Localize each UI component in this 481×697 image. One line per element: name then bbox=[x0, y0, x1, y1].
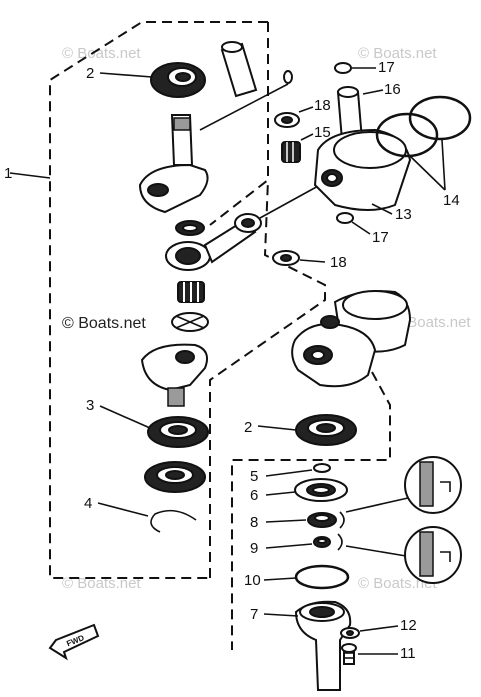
callout-18-bottom: 18 bbox=[330, 254, 347, 271]
needle-bearing-15 bbox=[281, 141, 301, 163]
watermark-bottom-left: © Boats.net bbox=[62, 575, 141, 592]
assembly-boundary-lower bbox=[231, 371, 391, 650]
crankshaft-lower bbox=[140, 343, 208, 407]
clip-4 bbox=[150, 509, 197, 533]
callout-5: 5 bbox=[250, 468, 258, 485]
clip-17-bottom bbox=[336, 212, 354, 224]
callout-17-bottom: 17 bbox=[372, 229, 389, 246]
housing-7 bbox=[294, 600, 352, 691]
callout-3: 3 bbox=[86, 397, 94, 414]
watermark-top-left: © Boats.net bbox=[62, 45, 141, 62]
callout-6: 6 bbox=[250, 487, 258, 504]
piston-13 bbox=[313, 128, 412, 211]
callout-2-top: 2 bbox=[86, 65, 94, 82]
bearing-bottom bbox=[295, 414, 357, 446]
callout-12: 12 bbox=[400, 617, 417, 634]
detail-circle-lower bbox=[404, 526, 462, 584]
bearing-lower-left bbox=[144, 461, 206, 493]
assembled-piston-unit bbox=[291, 290, 412, 388]
seal-5 bbox=[313, 463, 331, 473]
fwd-arrow-icon: FWD bbox=[48, 623, 100, 661]
callout-2-bottom: 2 bbox=[244, 419, 252, 436]
callout-11: 11 bbox=[400, 645, 416, 662]
detail-circle-upper bbox=[404, 456, 462, 514]
callout-13: 13 bbox=[395, 206, 412, 223]
callout-8: 8 bbox=[250, 514, 258, 531]
callout-16: 16 bbox=[384, 81, 401, 98]
connecting-rod bbox=[165, 213, 262, 271]
oring-10 bbox=[294, 564, 350, 590]
callout-7: 7 bbox=[250, 606, 258, 623]
callout-17-top: 17 bbox=[378, 59, 395, 76]
watermark-middle: © Boats.net bbox=[62, 315, 146, 332]
crank-pin bbox=[220, 41, 258, 98]
callout-10: 10 bbox=[244, 572, 261, 589]
callout-15: 15 bbox=[314, 124, 331, 141]
piston-rings bbox=[375, 95, 472, 158]
bearing-top bbox=[150, 62, 206, 98]
bolt-11 bbox=[341, 643, 357, 665]
callout-9: 9 bbox=[250, 540, 258, 557]
small-clip-top bbox=[283, 70, 293, 84]
watermark-top-right: © Boats.net bbox=[358, 45, 437, 62]
watermark-middle-right: © Boats.net bbox=[392, 314, 471, 331]
clip-17-top bbox=[334, 62, 352, 74]
seal-9 bbox=[313, 536, 331, 548]
crankshaft-upper bbox=[138, 114, 209, 214]
seal-6 bbox=[294, 478, 348, 502]
callout-4: 4 bbox=[84, 495, 92, 512]
callout-1: 1 bbox=[4, 165, 12, 182]
seal-8 bbox=[307, 512, 337, 528]
callout-18-top: 18 bbox=[314, 97, 331, 114]
callout-14: 14 bbox=[443, 192, 460, 209]
bearing-3 bbox=[147, 416, 209, 448]
crank-needle-bearing bbox=[177, 281, 205, 303]
assembly-boundary bbox=[49, 21, 326, 579]
